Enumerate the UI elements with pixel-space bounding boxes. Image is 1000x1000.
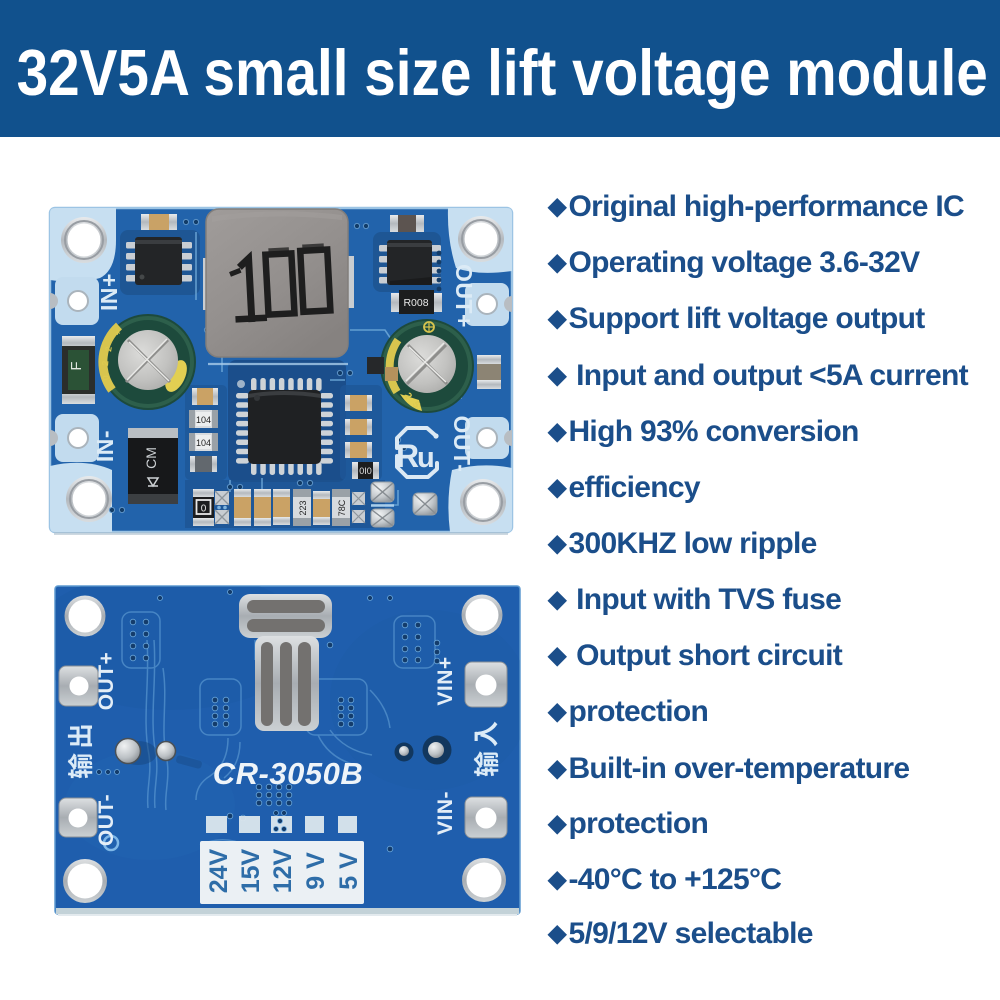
svg-text:2: 2 [401,391,414,402]
svg-text:R008: R008 [403,297,428,309]
svg-text:9 V: 9 V [302,852,330,890]
svg-text:5: 5 [410,399,422,410]
svg-text:104: 104 [196,438,211,448]
svg-text:CM: CM [143,447,159,469]
svg-text:OUT+: OUT+ [95,652,118,711]
svg-text:R: R [396,438,419,474]
svg-text:OUT+: OUT+ [451,264,477,328]
svg-text:VIN+: VIN+ [434,656,457,705]
svg-text:223: 223 [298,500,308,515]
svg-text:IN+: IN+ [96,273,122,311]
svg-text:+: + [112,329,123,337]
svg-text:0: 0 [201,504,207,515]
svg-text:0: 0 [101,375,111,381]
svg-text:15V: 15V [237,848,265,893]
svg-text:OUT-: OUT- [95,794,118,846]
svg-text:24V: 24V [205,848,233,893]
svg-text:2: 2 [100,360,110,366]
svg-text:5 V: 5 V [335,852,363,890]
svg-text:u: u [417,442,435,474]
svg-text:12V: 12V [269,848,297,893]
svg-text:0I0: 0I0 [359,466,372,476]
svg-text:104: 104 [196,415,211,425]
svg-text:OUT-: OUT- [449,416,475,473]
svg-text:VIN-: VIN- [434,791,457,835]
svg-text:CR-3050B: CR-3050B [213,756,363,791]
svg-text:78C: 78C [337,499,347,516]
svg-text:F: F [68,361,85,370]
svg-text:2: 2 [103,346,114,353]
svg-text:IN-: IN- [92,430,118,462]
